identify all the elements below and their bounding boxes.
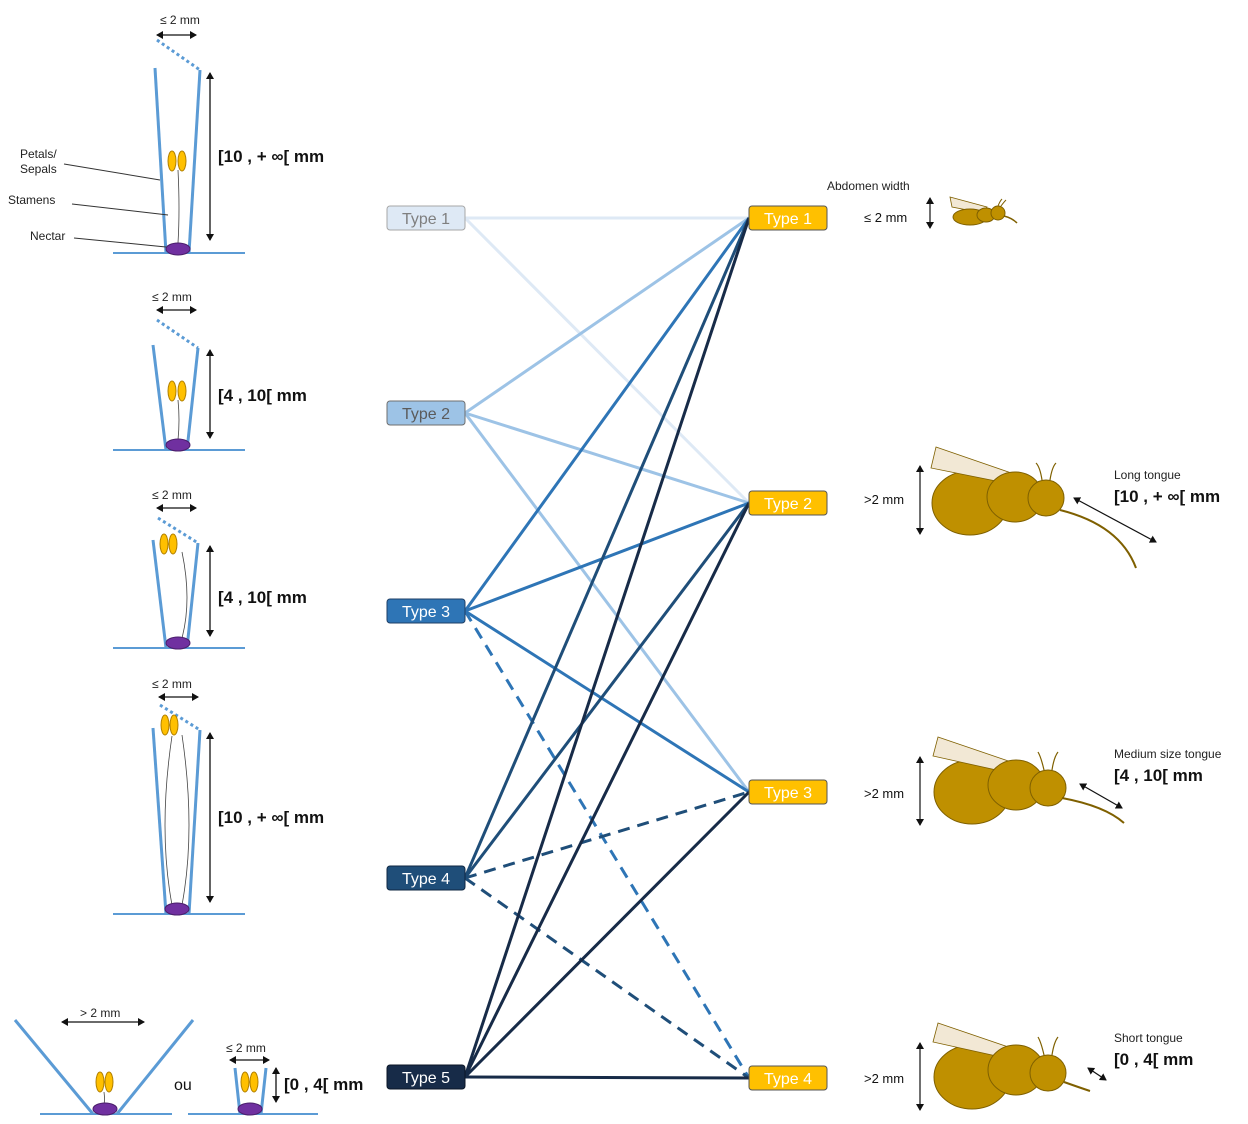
- insect-type-3-label: Type 3: [764, 785, 812, 802]
- insect-2-width: >2 mm: [864, 492, 904, 507]
- flower-1-opening: ≤ 2 mm: [160, 13, 200, 27]
- insect-3-tongue-label: Medium size tongue: [1114, 747, 1222, 761]
- link-flower-2-insect-3: [465, 413, 749, 792]
- flower-3-depth: [4 , 10[ mm: [218, 588, 307, 607]
- insect-type-1-illustration: Abdomen width ≤ 2 mm: [827, 179, 1017, 228]
- abdomen-width-title: Abdomen width: [827, 179, 910, 193]
- insect-type-4-illustration: >2 mm Short tongue [0 , 4[ mm: [864, 1023, 1193, 1110]
- link-flower-5-insect-4: [465, 1077, 749, 1078]
- flower-4-depth: [10 , + ∞[ mm: [218, 808, 324, 827]
- flower-type-1-illustration: ≤ 2 mm [10 , + ∞[ mm Petals/Sepals Stame…: [8, 13, 324, 255]
- connection-lines: [465, 218, 749, 1078]
- link-flower-3-insect-3: [465, 611, 749, 792]
- insect-type-3-illustration: >2 mm Medium size tongue [4 , 10[ mm: [864, 737, 1222, 825]
- flower-type-3-illustration: ≤ 2 mm [4 , 10[ mm: [113, 488, 307, 649]
- flower-type-1-label: Type 1: [402, 211, 450, 228]
- flower-type-4-illustration: ≤ 2 mm [10 , + ∞[ mm: [113, 677, 324, 915]
- insect-2-tongue-range: [10 , + ∞[ mm: [1114, 487, 1220, 506]
- flower-2-opening: ≤ 2 mm: [152, 290, 192, 304]
- insect-type-4-label: Type 4: [764, 1071, 812, 1088]
- flower-5-depth: [0 , 4[ mm: [284, 1075, 363, 1094]
- flower-type-2-label: Type 2: [402, 406, 450, 423]
- anther: [178, 151, 186, 171]
- link-flower-5-insect-2: [465, 503, 749, 1077]
- insect-4-tongue-label: Short tongue: [1114, 1031, 1183, 1045]
- insect-2-tongue-label: Long tongue: [1114, 468, 1181, 482]
- petals-label: Petals/Sepals: [20, 147, 57, 176]
- insect-type-1-label: Type 1: [764, 211, 812, 228]
- or-label: ou: [174, 1077, 192, 1094]
- insect-3-tongue-range: [4 , 10[ mm: [1114, 766, 1203, 785]
- link-flower-1-insect-2: [465, 218, 749, 503]
- flower-5-opening: ≤ 2 mm: [226, 1041, 266, 1055]
- flower-1-depth: [10 , + ∞[ mm: [218, 147, 324, 166]
- flower-type-4-label: Type 4: [402, 871, 450, 888]
- flower-4-opening: ≤ 2 mm: [152, 677, 192, 691]
- anther: [168, 151, 176, 171]
- insect-3-width: >2 mm: [864, 786, 904, 801]
- nectar-label: Nectar: [30, 229, 65, 243]
- flower-type-5-illustration: > 2 mm ou ≤ 2 mm [0 , 4[ mm: [15, 1006, 363, 1115]
- link-flower-3-insect-1: [465, 218, 749, 611]
- flower-type-2-illustration: ≤ 2 mm [4 , 10[ mm: [113, 290, 307, 451]
- flower-type-5-label: Type 5: [402, 1070, 450, 1087]
- flower-2-depth: [4 , 10[ mm: [218, 386, 307, 405]
- insect-type-2-illustration: >2 mm Long tongue [10 , + ∞[ mm: [864, 447, 1220, 568]
- flower-5-opening-wide: > 2 mm: [80, 1006, 120, 1020]
- link-flower-2-insect-2: [465, 413, 749, 503]
- link-flower-4-insect-2: [465, 503, 749, 878]
- link-flower-5-insect-1: [465, 218, 749, 1077]
- nectar: [166, 243, 190, 255]
- insect-4-tongue-range: [0 , 4[ mm: [1114, 1050, 1193, 1069]
- insect-1-width: ≤ 2 mm: [864, 210, 907, 225]
- insect-4-width: >2 mm: [864, 1071, 904, 1086]
- flower-type-boxes: Type 1 Type 2 Type 3 Type 4 Type 5: [387, 206, 465, 1089]
- flower-3-opening: ≤ 2 mm: [152, 488, 192, 502]
- insect-type-boxes: Type 1 Type 2 Type 3 Type 4: [749, 206, 827, 1090]
- insect-type-2-label: Type 2: [764, 496, 812, 513]
- flower-type-3-label: Type 3: [402, 604, 450, 621]
- link-flower-3-insect-4: [465, 611, 749, 1078]
- link-flower-4-insect-4: [465, 878, 749, 1078]
- stamens-label: Stamens: [8, 193, 55, 207]
